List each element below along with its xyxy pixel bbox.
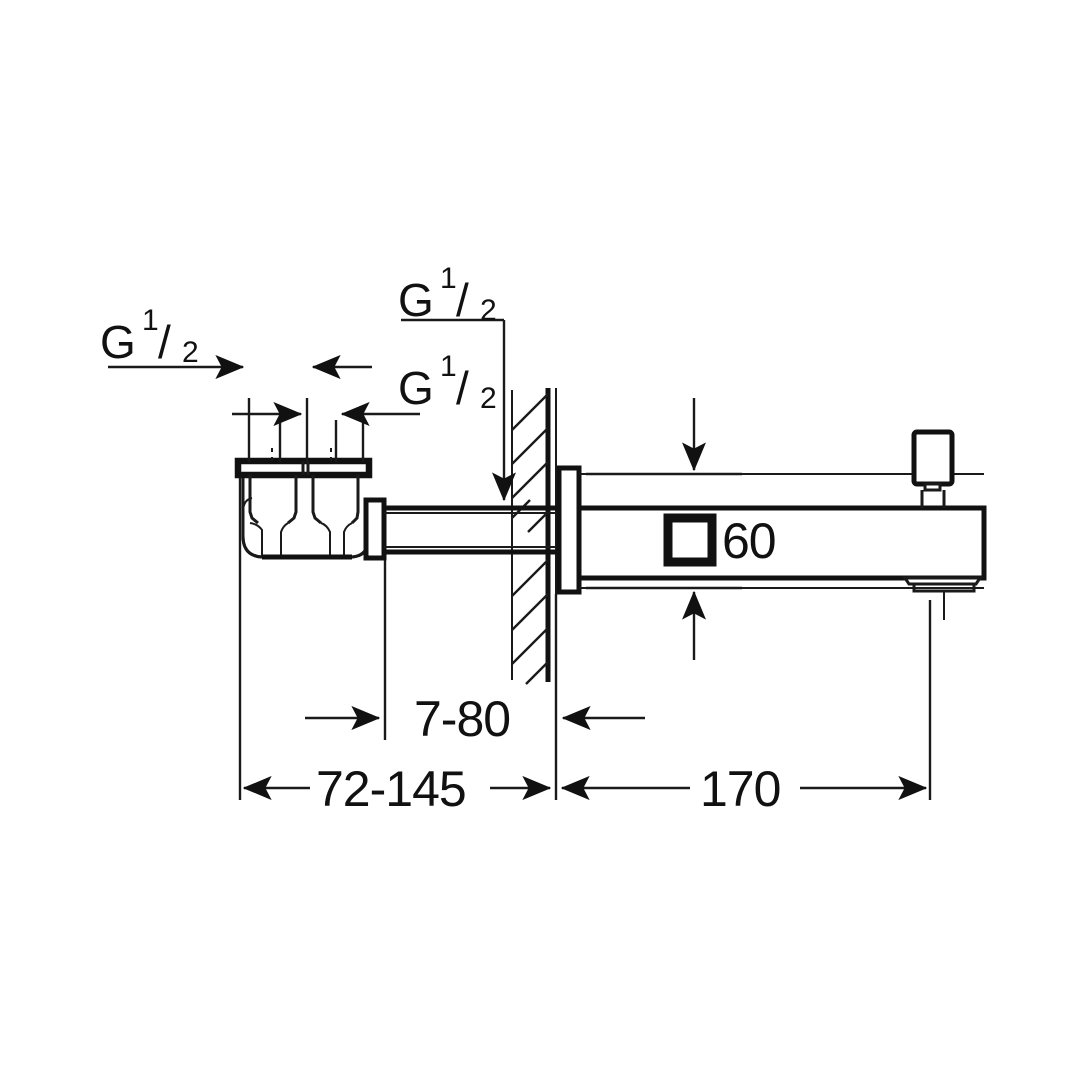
svg-text:/: / [456, 274, 469, 326]
label-g-half-left: G 1 / 2 [100, 304, 199, 369]
vertical-spout-height-dimension [586, 398, 742, 660]
label-g-half-mid-center: G 1 / 2 [398, 350, 497, 415]
svg-text:G: G [100, 316, 136, 368]
dimension-170: 170 [560, 600, 932, 817]
svg-text:1: 1 [440, 262, 457, 295]
svg-text:/: / [456, 362, 469, 414]
dimension-170-label: 170 [700, 761, 780, 817]
wall-hatching [511, 393, 549, 685]
square-section-symbol [663, 513, 717, 567]
svg-text:G: G [398, 362, 434, 414]
diverter-knob [911, 429, 955, 508]
dimension-7-80: 7-80 [305, 560, 645, 800]
escutcheon-plate [556, 465, 582, 595]
dimension-60-label: 60 [722, 513, 776, 569]
spout-body: 60 [576, 473, 987, 589]
svg-text:1: 1 [440, 350, 457, 383]
dimension-72-145: 72-145 [238, 478, 552, 817]
wall-section [511, 388, 557, 685]
svg-text:G: G [398, 274, 434, 326]
svg-text:2: 2 [182, 336, 199, 369]
svg-text:2: 2 [480, 294, 497, 327]
supply-elbow-assembly [234, 457, 387, 561]
connector-tube [384, 505, 560, 555]
dimension-72-145-label: 72-145 [316, 761, 466, 817]
svg-text:/: / [158, 316, 171, 368]
svg-text:2: 2 [480, 382, 497, 415]
spout-aerator [902, 576, 983, 620]
upper-thread-dimension-group [108, 318, 516, 502]
svg-text:1: 1 [142, 304, 159, 337]
label-g-half-top-center: G 1 / 2 [398, 262, 497, 327]
dimension-7-80-label: 7-80 [414, 691, 510, 747]
